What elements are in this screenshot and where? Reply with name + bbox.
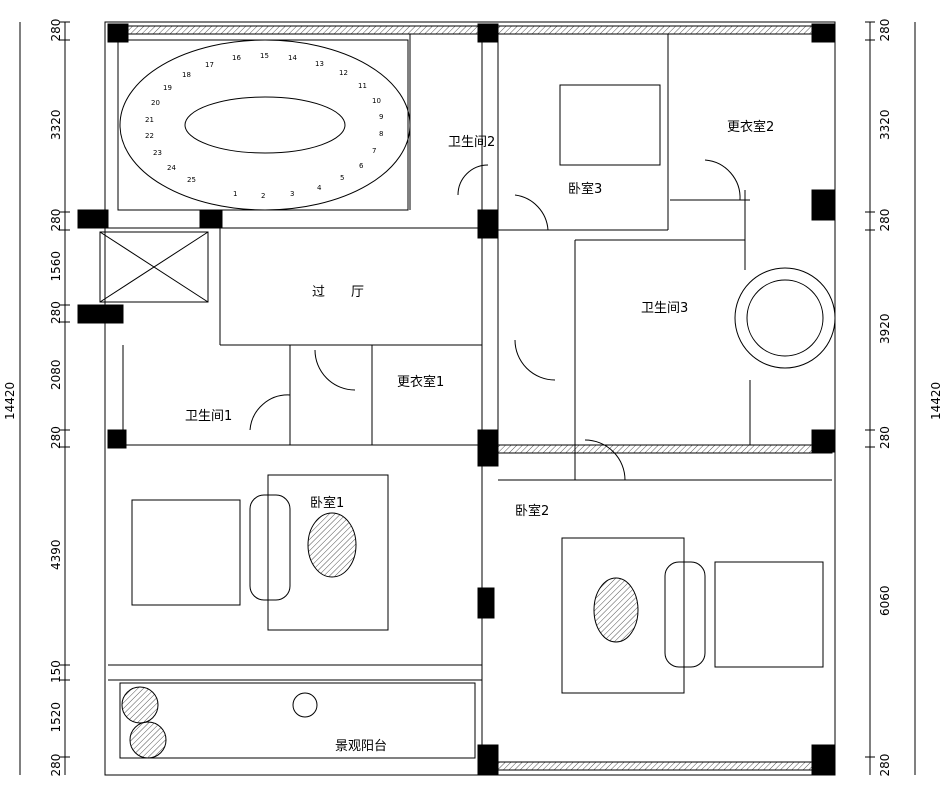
- room-label-balcony: 景观阳台: [335, 739, 387, 754]
- stair-step-4: 4: [317, 184, 322, 192]
- stair-step-20: 20: [151, 99, 160, 107]
- dim-right-2: 280: [878, 209, 892, 232]
- stair-step-2: 2: [261, 192, 265, 200]
- stair-step-14: 14: [288, 54, 297, 62]
- dim-left-1: 3320: [49, 109, 63, 140]
- room-label-bedroom3: 卧室3: [568, 181, 602, 197]
- dim-left-5: 2080: [49, 359, 63, 390]
- stair-step-15: 15: [260, 52, 269, 60]
- stair-step-23: 23: [153, 149, 162, 157]
- dim-left-0: 280: [49, 19, 63, 42]
- room-label-closet1: 更衣室1: [397, 374, 444, 390]
- stair-step-25: 25: [187, 176, 196, 184]
- outer-wall: [104, 21, 836, 776]
- dim-left-7: 4390: [49, 539, 63, 570]
- dim-left-9: 1520: [49, 702, 63, 733]
- spiral-stair: [119, 39, 411, 211]
- dim-right-6: 280: [878, 754, 892, 777]
- dim-left-8: 150: [49, 660, 63, 683]
- dim-right-1: 3320: [878, 109, 892, 140]
- room-label-closet2: 更衣室2: [727, 119, 774, 135]
- dim-right-3: 3920: [878, 313, 892, 344]
- room-label-bedroom1: 卧室1: [310, 495, 344, 511]
- dim-left-10: 280: [49, 754, 63, 777]
- dim-left-3: 1560: [49, 251, 63, 282]
- stair-step-8: 8: [379, 130, 383, 138]
- room-label-bedroom2: 卧室2: [515, 503, 549, 519]
- stair-step-19: 19: [163, 84, 172, 92]
- room-label-bath1: 卫生间1: [185, 409, 232, 424]
- stair-step-21: 21: [145, 116, 154, 124]
- stair-step-24: 24: [167, 164, 176, 172]
- dim-right-4: 280: [878, 426, 892, 449]
- stair-step-5: 5: [340, 174, 344, 182]
- stair-step-13: 13: [315, 60, 324, 68]
- dim-left-4: 280: [49, 301, 63, 324]
- room-label-bath3: 卫生间3: [641, 301, 688, 316]
- dim-left-6: 280: [49, 426, 63, 449]
- dim-right-5: 6060: [878, 585, 892, 616]
- stair-step-11: 11: [358, 82, 367, 90]
- stair-step-3: 3: [290, 190, 294, 198]
- stair-step-9: 9: [379, 113, 383, 121]
- dim-left-2: 280: [49, 209, 63, 232]
- dim-left-total: 14420: [3, 382, 17, 420]
- stair-step-7: 7: [372, 147, 376, 155]
- stair-step-1: 1: [233, 190, 237, 198]
- stair-step-10: 10: [372, 97, 381, 105]
- room-label-bath2: 卫生间2: [448, 135, 495, 150]
- stair-step-6: 6: [359, 162, 364, 170]
- dim-right-0: 280: [878, 19, 892, 42]
- stair-step-12: 12: [339, 69, 348, 77]
- room-label-stair-hall: 过 厅: [312, 285, 364, 300]
- stair-step-17: 17: [205, 61, 214, 69]
- dim-right-total: 14420: [929, 382, 943, 420]
- stair-step-16: 16: [232, 54, 241, 62]
- stair-step-22: 22: [145, 132, 154, 140]
- stair-step-18: 18: [182, 71, 191, 79]
